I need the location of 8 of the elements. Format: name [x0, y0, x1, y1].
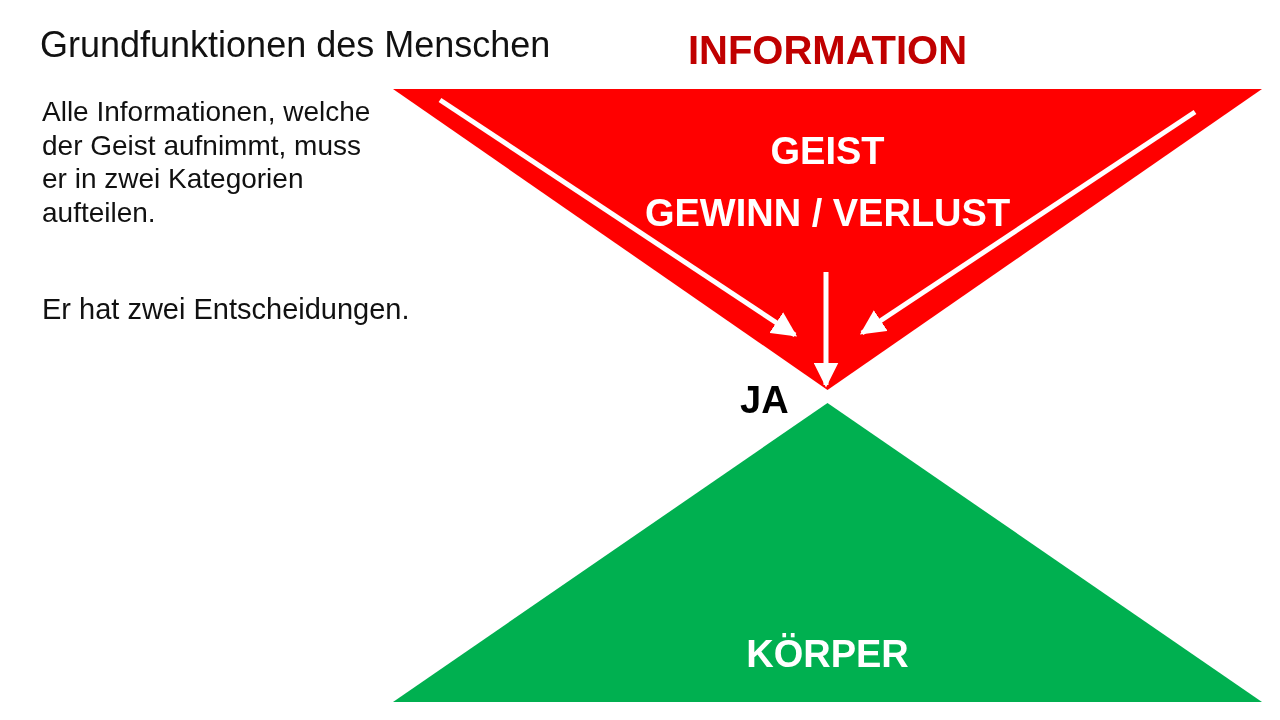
- node-label: GEIST: [769, 130, 886, 173]
- description-text: Alle Informationen, welche der Geist aufnimmt, muss er in zwei Kategorien aufteilen.: [42, 95, 372, 230]
- node-label: GEWINN / VERLUST: [643, 192, 1012, 235]
- decision-label: JA: [740, 378, 790, 423]
- heading: INFORMATION: [686, 28, 969, 73]
- description-text: Er hat zwei Entscheidungen.: [42, 292, 411, 327]
- title: Grundfunktionen des Menschen: [40, 24, 551, 66]
- node-label: KÖRPER: [745, 633, 910, 676]
